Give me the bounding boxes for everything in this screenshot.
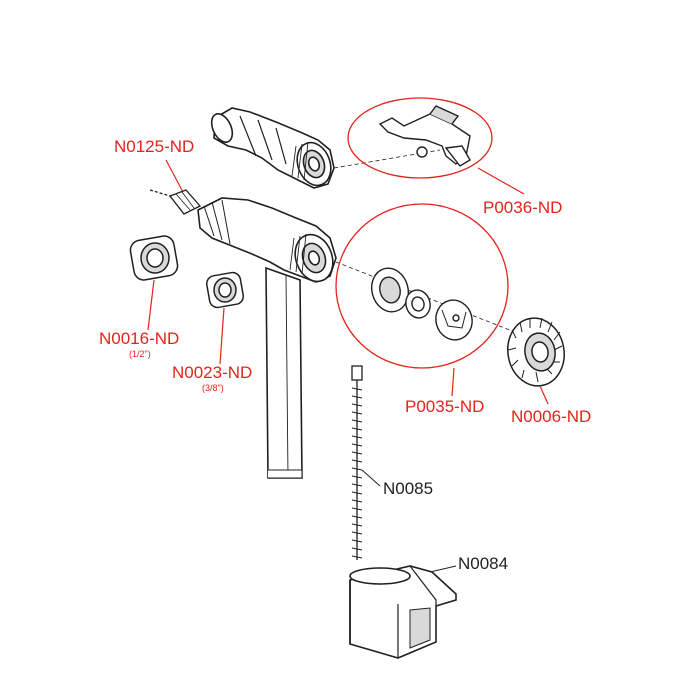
label-p0036: P0036-ND	[483, 198, 563, 217]
label-n0016-size: (1/2")	[129, 349, 151, 359]
nut-half-inch-part	[129, 235, 179, 281]
p0035-leader	[451, 367, 455, 397]
upper-valve-body	[210, 107, 335, 189]
small-filter-part	[149, 189, 202, 215]
n0016-leader	[147, 279, 155, 331]
n0023-leader	[219, 307, 225, 365]
membrane-set-part	[371, 267, 473, 341]
label-p0035: P0035-ND	[405, 397, 485, 416]
label-n0085: N0085	[383, 479, 434, 498]
cap-nut-part	[507, 317, 565, 387]
axis-dash-top	[333, 149, 441, 169]
main-valve-body	[197, 197, 337, 479]
label-n0023: N0023-ND	[172, 363, 253, 382]
label-n0084: N0084	[458, 554, 509, 573]
p0035-callout-ellipse	[335, 203, 509, 369]
p0036-leader	[477, 167, 525, 195]
nut-three-eighths-part	[205, 271, 245, 309]
clip-part	[378, 105, 471, 167]
p0036-callout-ellipse	[347, 97, 493, 179]
label-n0006: N0006-ND	[511, 407, 592, 426]
n0006-leader	[539, 385, 549, 405]
threaded-rod-part	[351, 365, 363, 560]
n0084-leader	[429, 565, 457, 573]
label-n0023-size: (3/8")	[202, 383, 224, 393]
float-part	[349, 565, 457, 659]
label-n0016: N0016-ND	[99, 329, 180, 348]
n0085-leader	[361, 469, 381, 487]
label-n0125: N0125-ND	[114, 137, 195, 156]
n0125-leader	[165, 159, 185, 195]
